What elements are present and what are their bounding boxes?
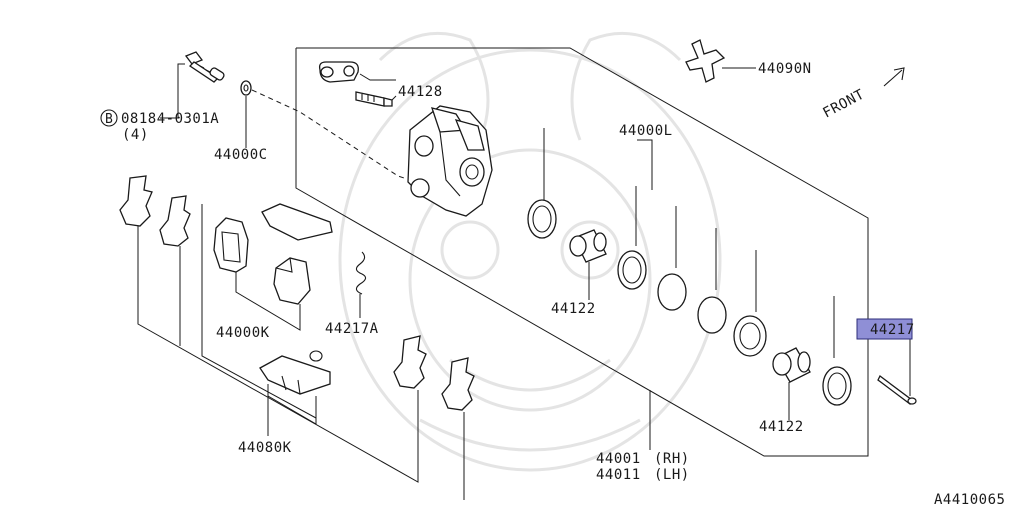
caliper-kit-part-number: 44000L: [619, 123, 673, 139]
brake-pads-part-number: 44000K: [216, 325, 270, 341]
bleeder-part-number: 44128: [398, 84, 443, 100]
piston-lower-part-number: 44122: [759, 419, 804, 435]
piston-seal-upper-part[interactable]: [527, 199, 557, 239]
caliper-body-part[interactable]: [407, 105, 493, 217]
piston-upper-part[interactable]: [569, 229, 607, 263]
piston-upper-part-number: 44122: [551, 301, 596, 317]
bolt-part-number: 08184-0301A: [121, 111, 219, 127]
highlight-box: [856, 318, 913, 340]
clip-part-number: 44090N: [758, 61, 812, 77]
seal-ring-a-part[interactable]: [657, 273, 687, 311]
caliper-lh-part-number: 44011: [596, 467, 641, 483]
seal-ring-b-part[interactable]: [697, 296, 727, 334]
bolt-label: B 08184-0301A (4): [100, 109, 219, 143]
washer-part[interactable]: [240, 80, 252, 96]
support-plate-d-part[interactable]: [441, 357, 475, 411]
pin-part[interactable]: [877, 375, 917, 405]
diagram-code: A4410065: [934, 492, 1005, 508]
bolt-part[interactable]: [184, 51, 225, 83]
support-plate-b-part[interactable]: [159, 195, 191, 247]
bracket-part[interactable]: [318, 61, 359, 83]
caliper-rh-part-number: 44001: [596, 451, 641, 467]
piston-seal-lower-part[interactable]: [822, 366, 852, 406]
support-plate-c-part[interactable]: [393, 335, 427, 389]
brake-pad-outer-part[interactable]: [213, 217, 249, 273]
b-circle-symbol: [100, 109, 118, 127]
spring-part[interactable]: [355, 251, 367, 295]
caliper-assembly-outline: [137, 47, 869, 483]
watermark-emblem: [338, 31, 722, 472]
caliper-lh-side: (LH): [654, 467, 690, 483]
shims-part-number: 44080K: [238, 440, 292, 456]
piston-lower-part[interactable]: [772, 347, 811, 383]
bolt-symbol: B: [105, 112, 113, 127]
washer-part-number: 44000C: [214, 147, 268, 163]
clip-part[interactable]: [685, 39, 726, 83]
shim-lower-part[interactable]: [259, 350, 331, 395]
shim-upper-part[interactable]: [261, 203, 333, 241]
front-arrow-icon: [883, 67, 905, 87]
brake-pad-inner-part[interactable]: [273, 257, 311, 305]
front-direction-indicator: FRONT: [820, 67, 905, 122]
caliper-rh-side: (RH): [654, 451, 690, 467]
support-plate-a-part[interactable]: [119, 175, 153, 227]
spring-part-number: 44217A: [325, 321, 379, 337]
pin-part-number: 44217: [870, 322, 915, 338]
dust-boot-upper-part[interactable]: [617, 250, 647, 290]
bleeder-screw-part[interactable]: [355, 91, 393, 107]
dust-boot-lower-part[interactable]: [733, 315, 767, 357]
bolt-quantity: (4): [122, 127, 149, 143]
pin-part-number-highlight[interactable]: 44217: [856, 318, 915, 340]
front-label: FRONT: [820, 86, 867, 121]
